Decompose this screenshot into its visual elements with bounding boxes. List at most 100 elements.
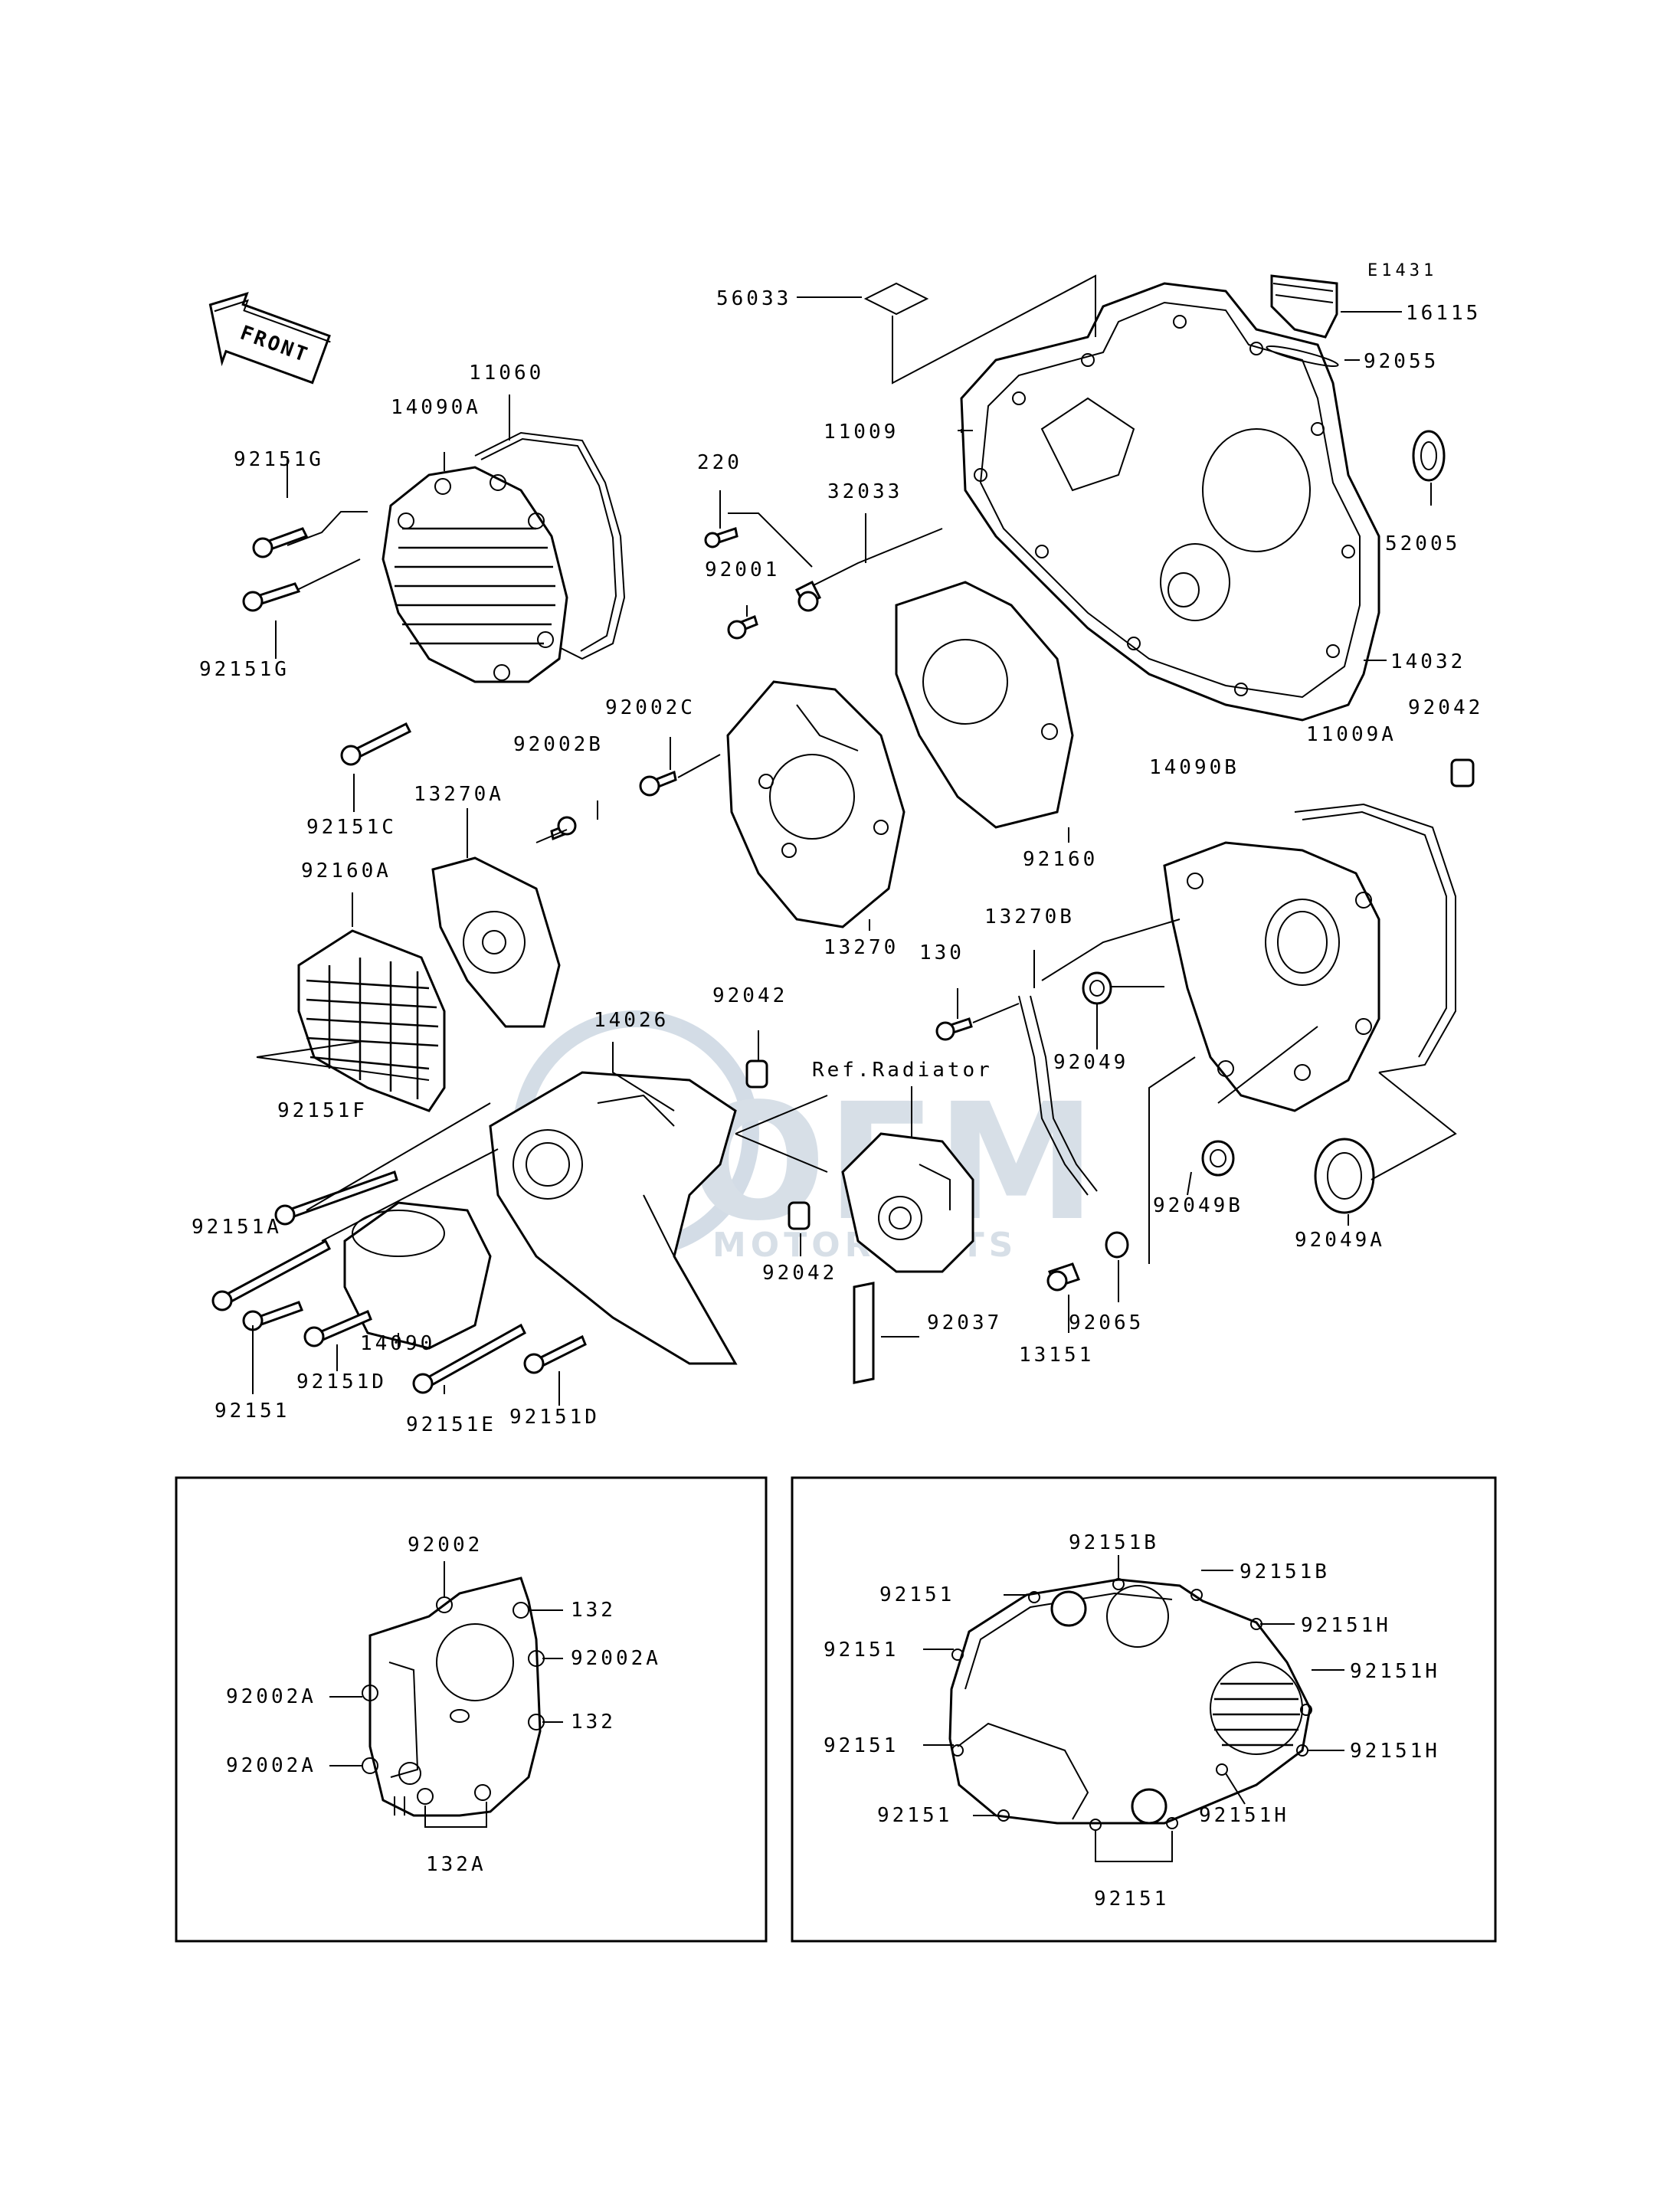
seal-92049A [1314, 1138, 1375, 1214]
label-13270: 13270 [824, 936, 899, 959]
label-92151-b: 92151 [824, 1639, 899, 1662]
plate-92160 [895, 581, 1074, 829]
label-92002A-right: 92002A [571, 1647, 661, 1670]
label-14026: 14026 [594, 1009, 669, 1032]
hose-92037 [853, 1282, 875, 1384]
label-92151D-right: 92151D [509, 1406, 600, 1429]
label-92055: 92055 [1364, 350, 1439, 373]
label-92160: 92160 [1023, 848, 1098, 871]
seal-52005 [1412, 430, 1446, 482]
bushing-92042-low [788, 1201, 811, 1230]
label-92151B-right: 92151B [1240, 1560, 1330, 1583]
water-pump [841, 1132, 974, 1273]
cover-14026 [489, 1071, 738, 1365]
label-92151-d: 92151 [877, 1804, 952, 1827]
part-labels: 56033 16115 92055 11009 52005 14032 1106… [192, 287, 1483, 1436]
seal-92049 [1082, 971, 1112, 1005]
bolt-92151F [274, 1171, 398, 1226]
label-92151D-left: 92151D [296, 1370, 387, 1393]
label-92160A: 92160A [301, 859, 391, 882]
label-92151-a: 92151 [879, 1583, 955, 1606]
label-92151-c: 92151 [824, 1734, 899, 1757]
label-92151F: 92151F [277, 1099, 368, 1122]
label-92002B: 92002B [513, 733, 604, 756]
label-13270B: 13270B [984, 905, 1075, 928]
label-92001: 92001 [705, 558, 780, 581]
label-11009A: 11009A [1306, 723, 1397, 746]
label-92151B-top: 92151B [1069, 1531, 1159, 1554]
gasket-13270B [1018, 995, 1098, 1196]
cover-13270A [431, 856, 561, 1028]
bolt-92151C [340, 722, 412, 766]
label-92151H-d: 92151H [1199, 1804, 1289, 1827]
bolt-92001 [727, 614, 758, 640]
label-11060: 11060 [469, 362, 544, 385]
inset-right: 92151B 92151B 92151 92151H 92151 92151H … [791, 1476, 1497, 1943]
label-92151: 92151 [215, 1400, 290, 1423]
bolt-92151G-lower [242, 582, 301, 612]
label-92151C: 92151C [306, 816, 397, 839]
label-56033: 56033 [716, 287, 791, 310]
seal-92049B [1201, 1140, 1235, 1177]
screw-220 [704, 527, 738, 548]
bolt-92151A [211, 1239, 331, 1311]
label-92002: 92002 [408, 1534, 483, 1557]
label-14090A: 14090A [391, 396, 481, 419]
label-14032: 14032 [1390, 650, 1465, 673]
cover-11009 [960, 282, 1380, 722]
cover-92160A [297, 929, 446, 1112]
bolt-92002C [639, 770, 677, 797]
label-14090B: 14090B [1149, 756, 1240, 779]
label-92002A-left-bottom: 92002A [226, 1754, 316, 1777]
filler-cap-16115 [1266, 274, 1339, 367]
label-92151E: 92151E [406, 1413, 496, 1436]
label-92042-mid: 92042 [712, 984, 788, 1007]
label-13151: 13151 [1019, 1344, 1094, 1367]
label-132A: 132A [426, 1853, 486, 1876]
leader-lines [252, 311, 1457, 1406]
cover-13270 [726, 680, 905, 928]
label-92151H-a: 92151H [1301, 1614, 1391, 1637]
label-92151-bottom: 92151 [1094, 1888, 1169, 1911]
label-14090: 14090 [360, 1332, 435, 1355]
label-92151H-b: 92151H [1350, 1660, 1440, 1683]
bolt-92151D-left [303, 1310, 372, 1347]
label-92151G-bottom: 92151G [199, 658, 290, 681]
label-92151G-top: 92151G [234, 448, 324, 471]
label-132-top: 132 [571, 1599, 616, 1622]
bolt-92002B [550, 816, 577, 841]
label-52005: 52005 [1385, 532, 1460, 555]
bolt-92151E [412, 1323, 526, 1394]
label-92037: 92037 [927, 1311, 1002, 1334]
bolt-92151 [242, 1301, 303, 1331]
label-92049: 92049 [1053, 1051, 1128, 1074]
label-92151A: 92151A [192, 1216, 282, 1239]
bolt-92151G-upper [252, 527, 309, 558]
decal-56033 [863, 282, 929, 316]
switch-13151 [1046, 1262, 1080, 1292]
label-130: 130 [919, 941, 964, 964]
washer-92065 [1105, 1231, 1129, 1259]
inset-left: 92002 132 92002A 132 92002A 92002A 132A [175, 1476, 768, 1943]
cover-14090A [382, 466, 568, 683]
label-92151H-c: 92151H [1350, 1740, 1440, 1763]
bolt-92151D-right [523, 1334, 587, 1374]
label-32033: 32033 [827, 480, 902, 503]
diagram-id: E1431 [1367, 261, 1437, 280]
bushing-92042-top [1450, 758, 1475, 787]
gasket-11009A [1294, 803, 1456, 1073]
label-92049A: 92049A [1295, 1229, 1385, 1252]
cover-14090 [343, 1201, 492, 1350]
bolt-130 [935, 1017, 973, 1041]
clamp-32033 [794, 528, 943, 612]
label-92002C: 92002C [605, 696, 696, 719]
label-92049B: 92049B [1153, 1194, 1243, 1217]
label-92002A-left-top: 92002A [226, 1685, 316, 1708]
cover-14090B [1163, 841, 1380, 1112]
label-13270A: 13270A [414, 783, 504, 806]
label-16115: 16115 [1406, 302, 1481, 325]
front-arrow-icon: FRONT [208, 292, 331, 385]
label-132-mid: 132 [571, 1711, 616, 1734]
label-92042-top: 92042 [1408, 696, 1483, 719]
